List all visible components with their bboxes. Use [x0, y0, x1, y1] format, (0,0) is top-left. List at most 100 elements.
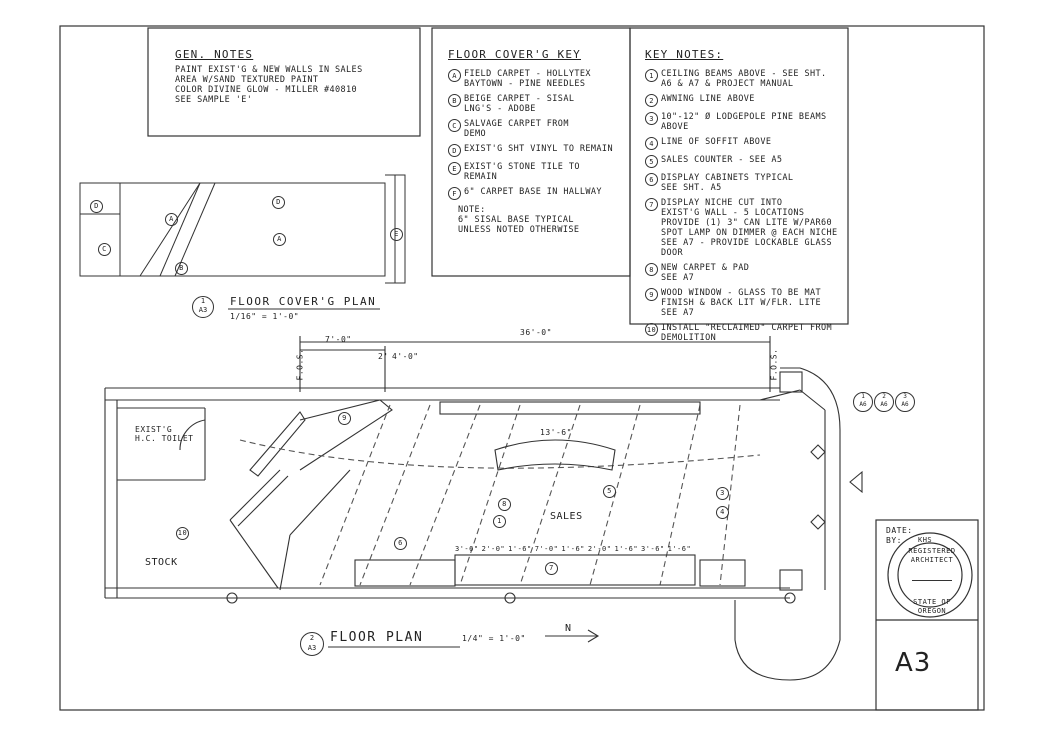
arch-bottom-text: STATE OF OREGON: [913, 598, 951, 615]
key-notes-tag: 9: [645, 288, 658, 301]
niche-dim-label: 1'-6": [561, 545, 585, 553]
plan-note-9: 9: [338, 412, 354, 425]
niche-dimensions: 3'-6"2'-0"1'-6"7'-0"1'-6"2'-0"1'-6"3'-6"…: [455, 545, 691, 554]
niche-dim-label: 1'-6": [614, 545, 639, 553]
key-notes-text: DISPLAY CABINETS TYPICAL SEE SHT. A5: [661, 173, 794, 193]
key-notes-text: SALES COUNTER - SEE A5: [661, 155, 783, 165]
key-notes-tag: 8: [645, 263, 658, 276]
niche-dim-label: 3'-6": [455, 545, 479, 553]
gen-notes-title: GEN. NOTES: [175, 48, 254, 61]
fcp-tag-b: B: [175, 262, 191, 275]
arch-top-text: REGISTERED ARCHITECT: [908, 547, 956, 564]
floor-key-text: SALVAGE CARPET FROM DEMO: [464, 119, 569, 139]
floor-key-tag: D: [448, 144, 461, 157]
north-arrow-label: N: [565, 623, 572, 634]
gen-notes-box: [147, 27, 421, 137]
floor-key-text: BEIGE CARPET - SISAL LNG'S - ADOBE: [464, 94, 575, 114]
initials: KHS: [918, 536, 933, 544]
key-notes-tag: 2: [645, 94, 658, 107]
key-notes-title: KEY NOTES:: [645, 48, 724, 61]
dim-counter: 13'-6": [540, 428, 572, 437]
fcp-title: FLOOR COVER'G PLAN: [230, 295, 377, 308]
floor-key-tag: C: [448, 119, 461, 132]
room-stock: STOCK: [145, 557, 178, 568]
floor-key-tag: E: [448, 162, 461, 175]
plan-note-10: 10: [176, 527, 192, 540]
dim-fos-2: F.O.S.: [769, 348, 779, 381]
room-toilet: EXIST'G H.C. TOILET: [135, 425, 194, 443]
plan-note-8: 8: [498, 498, 514, 511]
key-notes-tag: 3: [645, 112, 658, 125]
by-label: BY:: [886, 536, 902, 545]
floor-key-tag: A: [448, 69, 461, 82]
key-notes-tag: 6: [645, 173, 658, 186]
plan-note-6: 6: [394, 537, 410, 550]
key-notes-text: INSTALL "RECLAIMED" CARPET FROM DEMOLITI…: [661, 323, 833, 343]
title-block-border: [875, 519, 979, 711]
plan-note-3: 3: [716, 487, 732, 500]
key-notes-text: DISPLAY NICHE CUT INTO EXIST'G WALL - 5 …: [661, 198, 838, 258]
niche-dim-label: 7'-0": [534, 545, 559, 553]
dim-d2: 4'-0": [392, 352, 419, 361]
floor-key-text: EXIST'G STONE TILE TO REMAIN: [464, 162, 580, 182]
fcp-tag-c: C: [98, 243, 114, 256]
dim-overall: 36'-0": [520, 328, 552, 337]
key-notes-text: CEILING BEAMS ABOVE - SEE SHT. A6 & A7 &…: [661, 69, 827, 89]
gen-notes-text: PAINT EXIST'G & NEW WALLS IN SALES AREA …: [175, 65, 363, 105]
fcp-scale: 1/16" = 1'-0": [230, 312, 300, 321]
floor-key-note: NOTE: 6" SISAL BASE TYPICAL UNLESS NOTED…: [458, 205, 580, 235]
date-label: DATE:: [886, 526, 913, 535]
plan-note-5: 5: [603, 485, 619, 498]
niche-dim-label: 3'-6": [641, 545, 665, 553]
key-notes-text: 10"-12" Ø LODGEPOLE PINE BEAMS ABOVE: [661, 112, 827, 132]
floor-key-text: EXIST'G SHT VINYL TO REMAIN: [464, 144, 613, 154]
plan-note-1: 1: [493, 515, 509, 528]
floor-key-tag: B: [448, 94, 461, 107]
floor-covering-plan-drawing: [79, 174, 406, 284]
key-notes-text: WOOD WINDOW - GLASS TO BE MAT FINISH & B…: [661, 288, 822, 318]
niche-dim-label: 2'-0": [481, 545, 506, 553]
plan-note-4: 4: [716, 506, 732, 519]
key-notes-tag: 1: [645, 69, 658, 82]
room-sales: SALES: [550, 511, 583, 522]
key-notes-tag: 10: [645, 323, 658, 336]
key-notes-tag: 7: [645, 198, 658, 211]
floor-key-text: FIELD CARPET - HOLLYTEX BAYTOWN - PINE N…: [464, 69, 591, 89]
key-notes-text: NEW CARPET & PAD SEE A7: [661, 263, 750, 283]
dim-d1: 2': [378, 352, 389, 361]
key-notes-text: AWNING LINE ABOVE: [661, 94, 755, 104]
key-notes-box: [629, 27, 849, 325]
floor-key-title: FLOOR COVER'G KEY: [448, 48, 581, 61]
fcp-tag-d2: D: [272, 196, 288, 209]
dim-fos-1: F.O.S.: [295, 348, 305, 381]
fcp-tag-d: D: [90, 200, 106, 213]
floor-key-text: 6" CARPET BASE IN HALLWAY: [464, 187, 602, 197]
fp-title: FLOOR PLAN: [330, 630, 424, 645]
fcp-tag-a1: A: [165, 213, 181, 226]
niche-dim-label: 1'-6": [508, 545, 532, 553]
floor-key-tag: F: [448, 187, 461, 200]
